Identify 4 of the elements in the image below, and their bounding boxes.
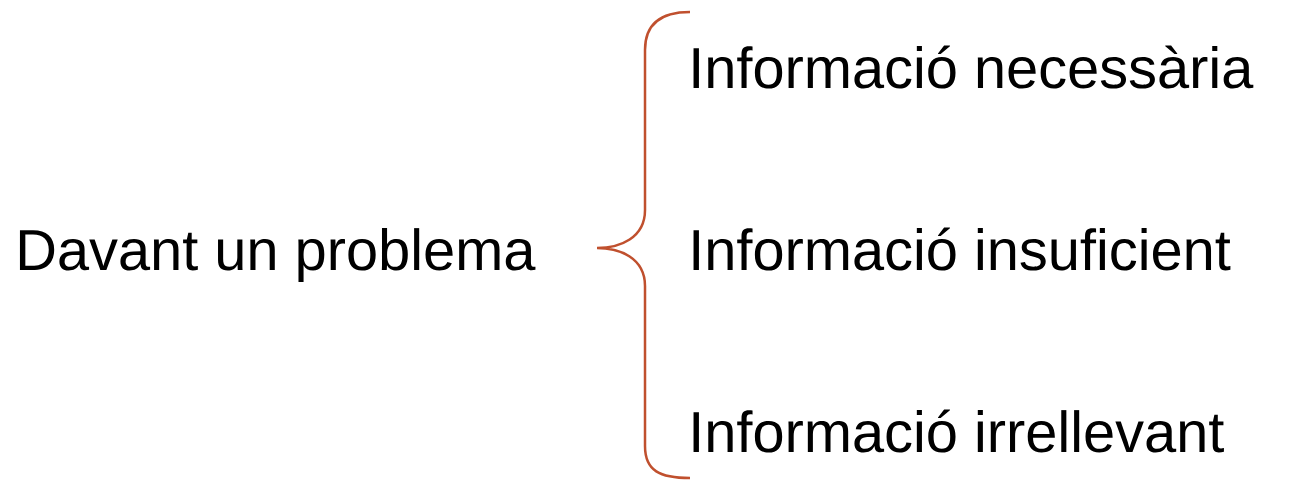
item-text: Informació insuficient: [693, 227, 1231, 271]
heading-text: Davant un problema: [19, 228, 536, 282]
item-text: Informació irrellevant: [693, 409, 1224, 453]
item-text: Informació necessària: [693, 45, 1254, 89]
